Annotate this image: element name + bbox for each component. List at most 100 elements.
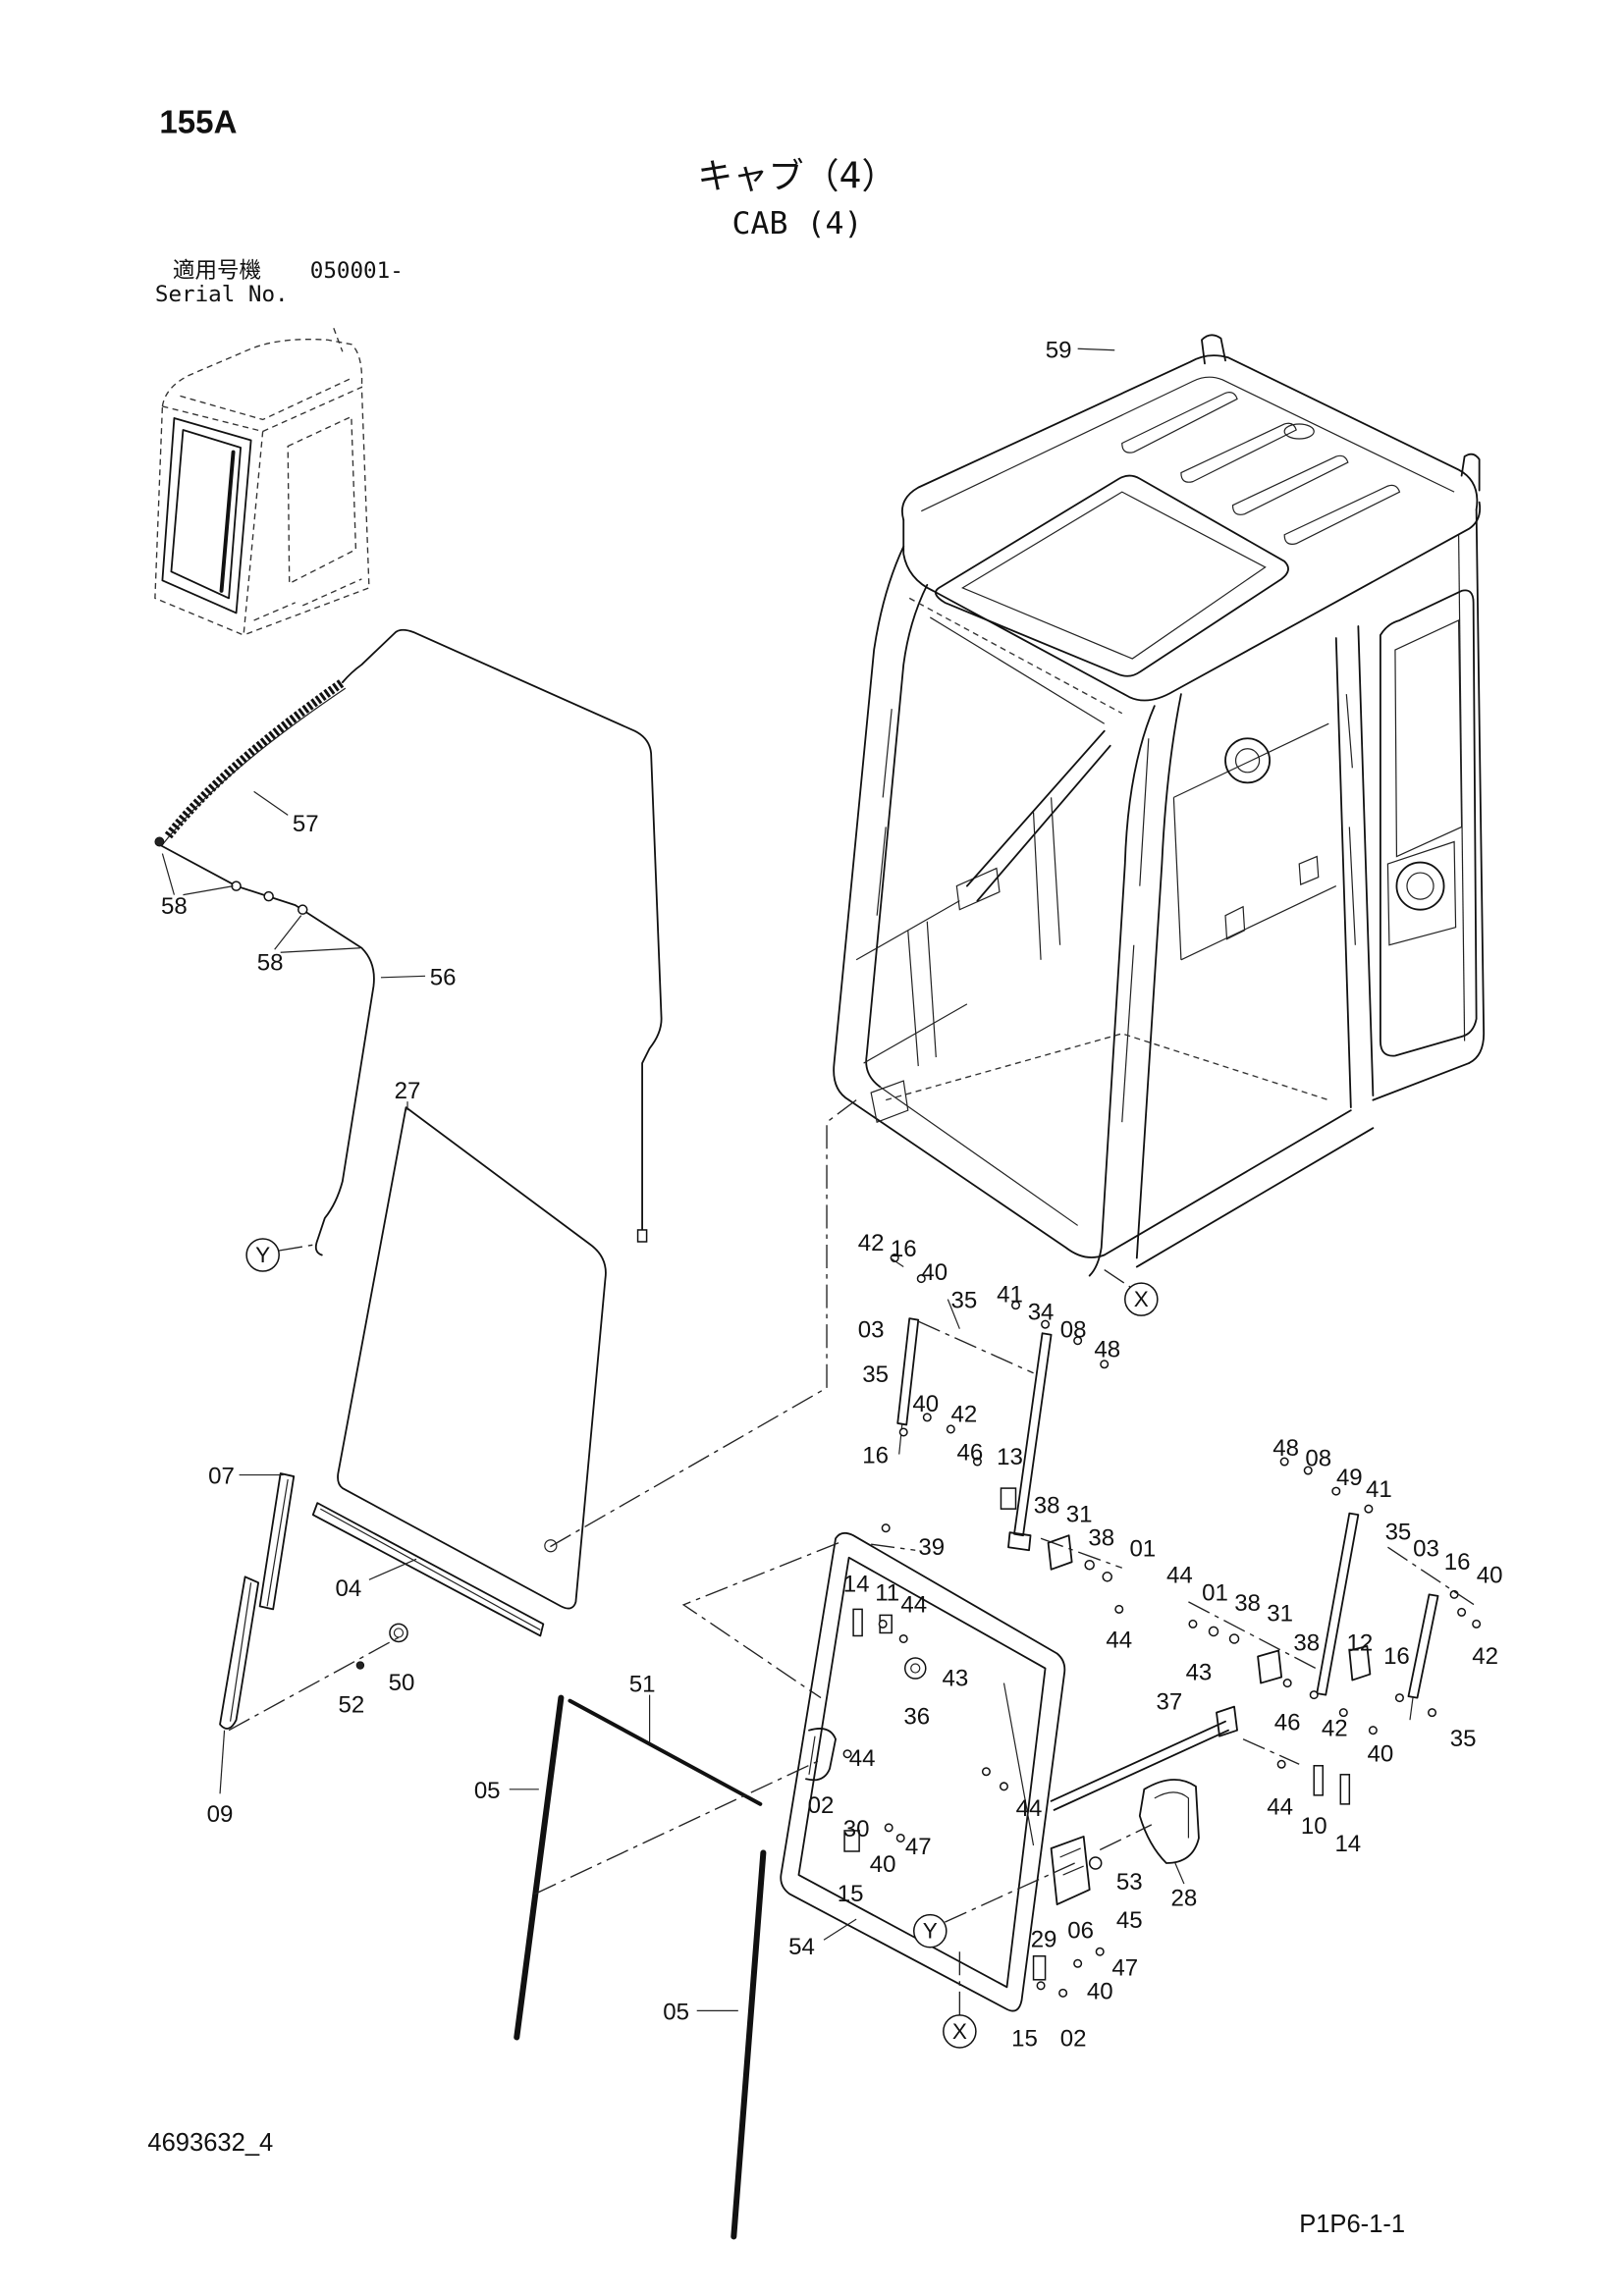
roof-rim bbox=[921, 376, 1455, 512]
cover-28 bbox=[1138, 1779, 1200, 1864]
callout-label: 40 bbox=[921, 1259, 947, 1286]
callout-label: 58 bbox=[161, 893, 188, 920]
callout-label: 38 bbox=[1034, 1493, 1060, 1520]
roof-slot-2 bbox=[1180, 422, 1297, 483]
roof-slot-1 bbox=[1121, 392, 1238, 454]
thumb-door-glass-inner bbox=[170, 429, 242, 600]
rod-37-lower bbox=[1053, 1729, 1229, 1811]
reference-mark-label: X bbox=[1134, 1287, 1149, 1311]
thumb-antenna bbox=[333, 327, 344, 352]
door-glass-strips bbox=[514, 1694, 767, 2240]
callout-label: 35 bbox=[950, 1288, 977, 1314]
a-pillar-inner bbox=[1135, 693, 1182, 1259]
callout-label: 03 bbox=[1413, 1535, 1439, 1562]
screw-52 bbox=[355, 1661, 365, 1670]
rear-wall-left bbox=[1172, 797, 1182, 960]
callout-label: 16 bbox=[891, 1236, 917, 1262]
reference-mark-y-left: Y bbox=[245, 1238, 280, 1272]
callout-label: 14 bbox=[843, 1571, 870, 1597]
side-vent-inner bbox=[1406, 872, 1435, 900]
skylight-glass bbox=[961, 491, 1267, 660]
callout-label: 27 bbox=[395, 1078, 421, 1104]
leader-lines bbox=[161, 347, 1185, 2011]
title-japanese: キャブ（4） bbox=[697, 155, 896, 196]
callout-label: 36 bbox=[903, 1704, 930, 1731]
seal-upper-run bbox=[341, 628, 663, 1234]
rear-wall-top bbox=[1173, 722, 1329, 798]
callout-label: 42 bbox=[858, 1230, 885, 1256]
callout-label: 35 bbox=[1450, 1726, 1477, 1752]
callout-label: 16 bbox=[1383, 1643, 1410, 1670]
front-left-pillar-inner bbox=[865, 583, 929, 1089]
callout-label: 16 bbox=[1444, 1549, 1471, 1575]
rear-wall-port bbox=[1224, 737, 1272, 784]
thumb-front-face bbox=[154, 405, 264, 636]
callout-label: 47 bbox=[905, 1834, 932, 1860]
reference-marks: Y X Y X bbox=[245, 1238, 1159, 2049]
door-handle-grip bbox=[808, 1735, 816, 1775]
door-stays-and-hinges bbox=[842, 1254, 1482, 1998]
callout-label: 47 bbox=[1111, 1954, 1138, 1981]
callout-label: 48 bbox=[1272, 1435, 1299, 1462]
door-inner-rod bbox=[1002, 1682, 1035, 1846]
left-side-bracket bbox=[955, 867, 1001, 911]
callout-label: 42 bbox=[1322, 1716, 1348, 1742]
callout-label: 41 bbox=[1366, 1476, 1392, 1503]
left-side-post bbox=[907, 921, 937, 1067]
callout-label: 07 bbox=[208, 1464, 235, 1490]
roof-top-edge bbox=[901, 354, 1479, 521]
bracket-14 bbox=[852, 1608, 863, 1637]
callout-label: 43 bbox=[942, 1666, 968, 1692]
callout-label: 39 bbox=[918, 1534, 945, 1561]
thumb-step bbox=[253, 578, 362, 621]
seal-07 bbox=[258, 1472, 296, 1611]
callout-label: 05 bbox=[663, 1999, 689, 2025]
roof-slot-3 bbox=[1231, 454, 1349, 515]
callout-label: 08 bbox=[1060, 1317, 1087, 1344]
lock-36 bbox=[903, 1657, 927, 1680]
thumb-side-face bbox=[243, 386, 370, 636]
roof-lower-edge bbox=[902, 501, 1482, 702]
callout-label: 42 bbox=[1472, 1643, 1498, 1670]
callout-label: 29 bbox=[1031, 1927, 1057, 1953]
front-left-pillar-outer bbox=[833, 545, 905, 1101]
callout-label: 58 bbox=[257, 949, 284, 976]
front-left-pillar-detail bbox=[876, 709, 893, 916]
seal-end-connector bbox=[636, 1229, 648, 1243]
callout-label: 06 bbox=[1067, 1918, 1094, 1945]
callout-labels: 59 57 58 58 56 27 42 16 40 35 41 34 03 0… bbox=[161, 337, 1502, 2052]
strip-05-right bbox=[731, 1849, 767, 2240]
rear-wall-port-inner bbox=[1234, 748, 1261, 774]
callout-label: 50 bbox=[389, 1670, 415, 1696]
callout-label: 38 bbox=[1088, 1525, 1114, 1552]
roof-hook-right bbox=[1460, 453, 1481, 492]
reference-mark-label: Y bbox=[923, 1919, 938, 1944]
callout-label: 44 bbox=[1106, 1627, 1132, 1653]
side-panel bbox=[1379, 589, 1478, 1057]
latch-06-detail bbox=[1059, 1847, 1084, 1876]
door-frame-54 bbox=[780, 1531, 1103, 2012]
callout-label: 51 bbox=[629, 1672, 656, 1698]
grommet-50 bbox=[389, 1623, 408, 1643]
callout-label: 38 bbox=[1293, 1629, 1320, 1656]
callout-label: 01 bbox=[1202, 1579, 1228, 1606]
cab-frame bbox=[833, 334, 1486, 1277]
seal-09-groove bbox=[229, 1582, 252, 1722]
lock-36-core bbox=[910, 1663, 921, 1674]
title-english: CAB (4) bbox=[731, 206, 862, 241]
callout-label: 44 bbox=[900, 1591, 927, 1618]
callout-label: 40 bbox=[1087, 1978, 1113, 2004]
callout-label: 40 bbox=[870, 1851, 896, 1878]
interior-brace bbox=[965, 729, 1111, 902]
callout-label: 08 bbox=[1305, 1446, 1331, 1472]
location-thumbnail bbox=[154, 327, 370, 636]
rear-right-pillar bbox=[1468, 508, 1486, 1064]
rear-wall-bottom bbox=[1180, 885, 1337, 961]
callout-label: 46 bbox=[1274, 1710, 1301, 1736]
middle-pillar-inner bbox=[1357, 625, 1375, 1097]
bracket-10 bbox=[1313, 1765, 1325, 1796]
thumb-door-seal bbox=[219, 450, 236, 593]
strip-51 bbox=[568, 1698, 763, 1806]
page-code: 155A bbox=[159, 105, 237, 141]
latch-53 bbox=[1088, 1856, 1103, 1870]
